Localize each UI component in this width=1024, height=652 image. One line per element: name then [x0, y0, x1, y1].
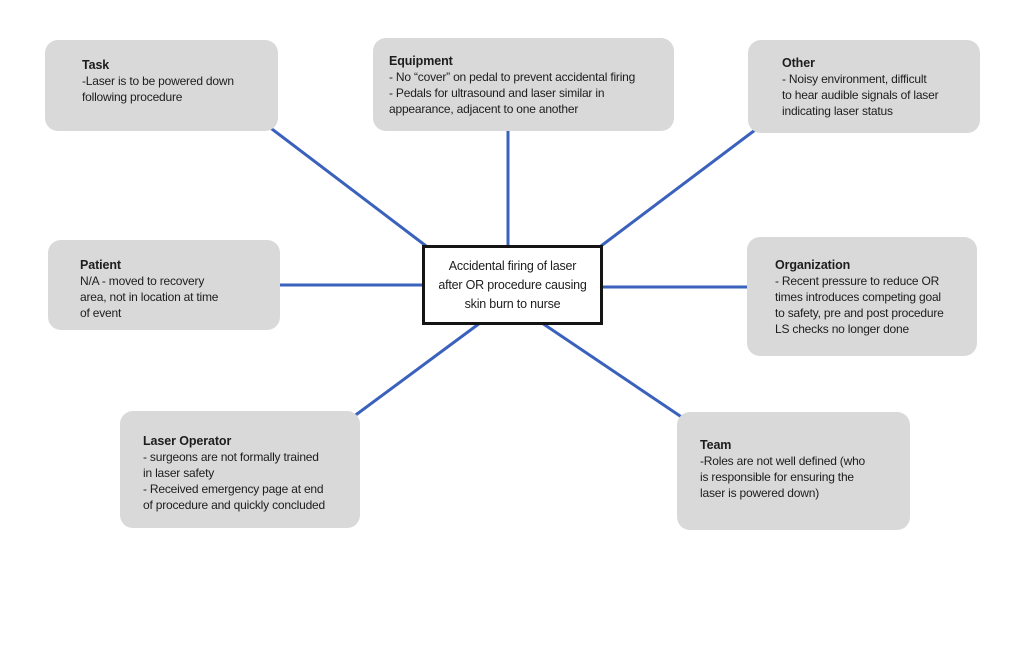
node-other-body: - Noisy environment, difficult to hear a…	[782, 72, 939, 118]
node-patient-title: Patient	[80, 258, 121, 272]
node-patient: Patient N/A - moved to recovery area, no…	[48, 240, 280, 330]
node-equipment-body: - No “cover” on pedal to prevent acciden…	[389, 70, 636, 116]
connector-task	[267, 124, 435, 254]
node-laser-operator-title: Laser Operator	[143, 434, 232, 448]
node-organization-body: - Recent pressure to reduce OR times int…	[775, 274, 944, 336]
node-patient-body: N/A - moved to recovery area, not in loc…	[80, 274, 219, 320]
node-laser-operator-body: - surgeons are not formally trained in l…	[143, 450, 325, 512]
node-team: Team -Roles are not well defined (who is…	[677, 412, 910, 530]
node-laser-operator: Laser Operator - surgeons are not formal…	[120, 411, 360, 528]
connector-other	[592, 125, 760, 254]
node-other-title: Other	[782, 56, 815, 70]
node-equipment: Equipment - No “cover” on pedal to preve…	[373, 38, 674, 131]
node-task-body: -Laser is to be powered down following p…	[82, 74, 234, 104]
node-organization-title: Organization	[775, 258, 851, 272]
connector-team	[541, 321, 687, 422]
node-team-body: -Roles are not well defined (who is resp…	[700, 454, 866, 500]
node-equipment-title: Equipment	[389, 54, 453, 68]
center-event-box: Accidental firing of laser after OR proc…	[422, 245, 603, 325]
node-organization: Organization - Recent pressure to reduce…	[747, 237, 977, 356]
node-task: Task -Laser is to be powered down follow…	[45, 40, 278, 131]
node-other: Other - Noisy environment, difficult to …	[748, 40, 980, 133]
node-team-title: Team	[700, 438, 732, 452]
connector-laser-operator	[352, 321, 481, 419]
node-task-title: Task	[82, 58, 110, 72]
